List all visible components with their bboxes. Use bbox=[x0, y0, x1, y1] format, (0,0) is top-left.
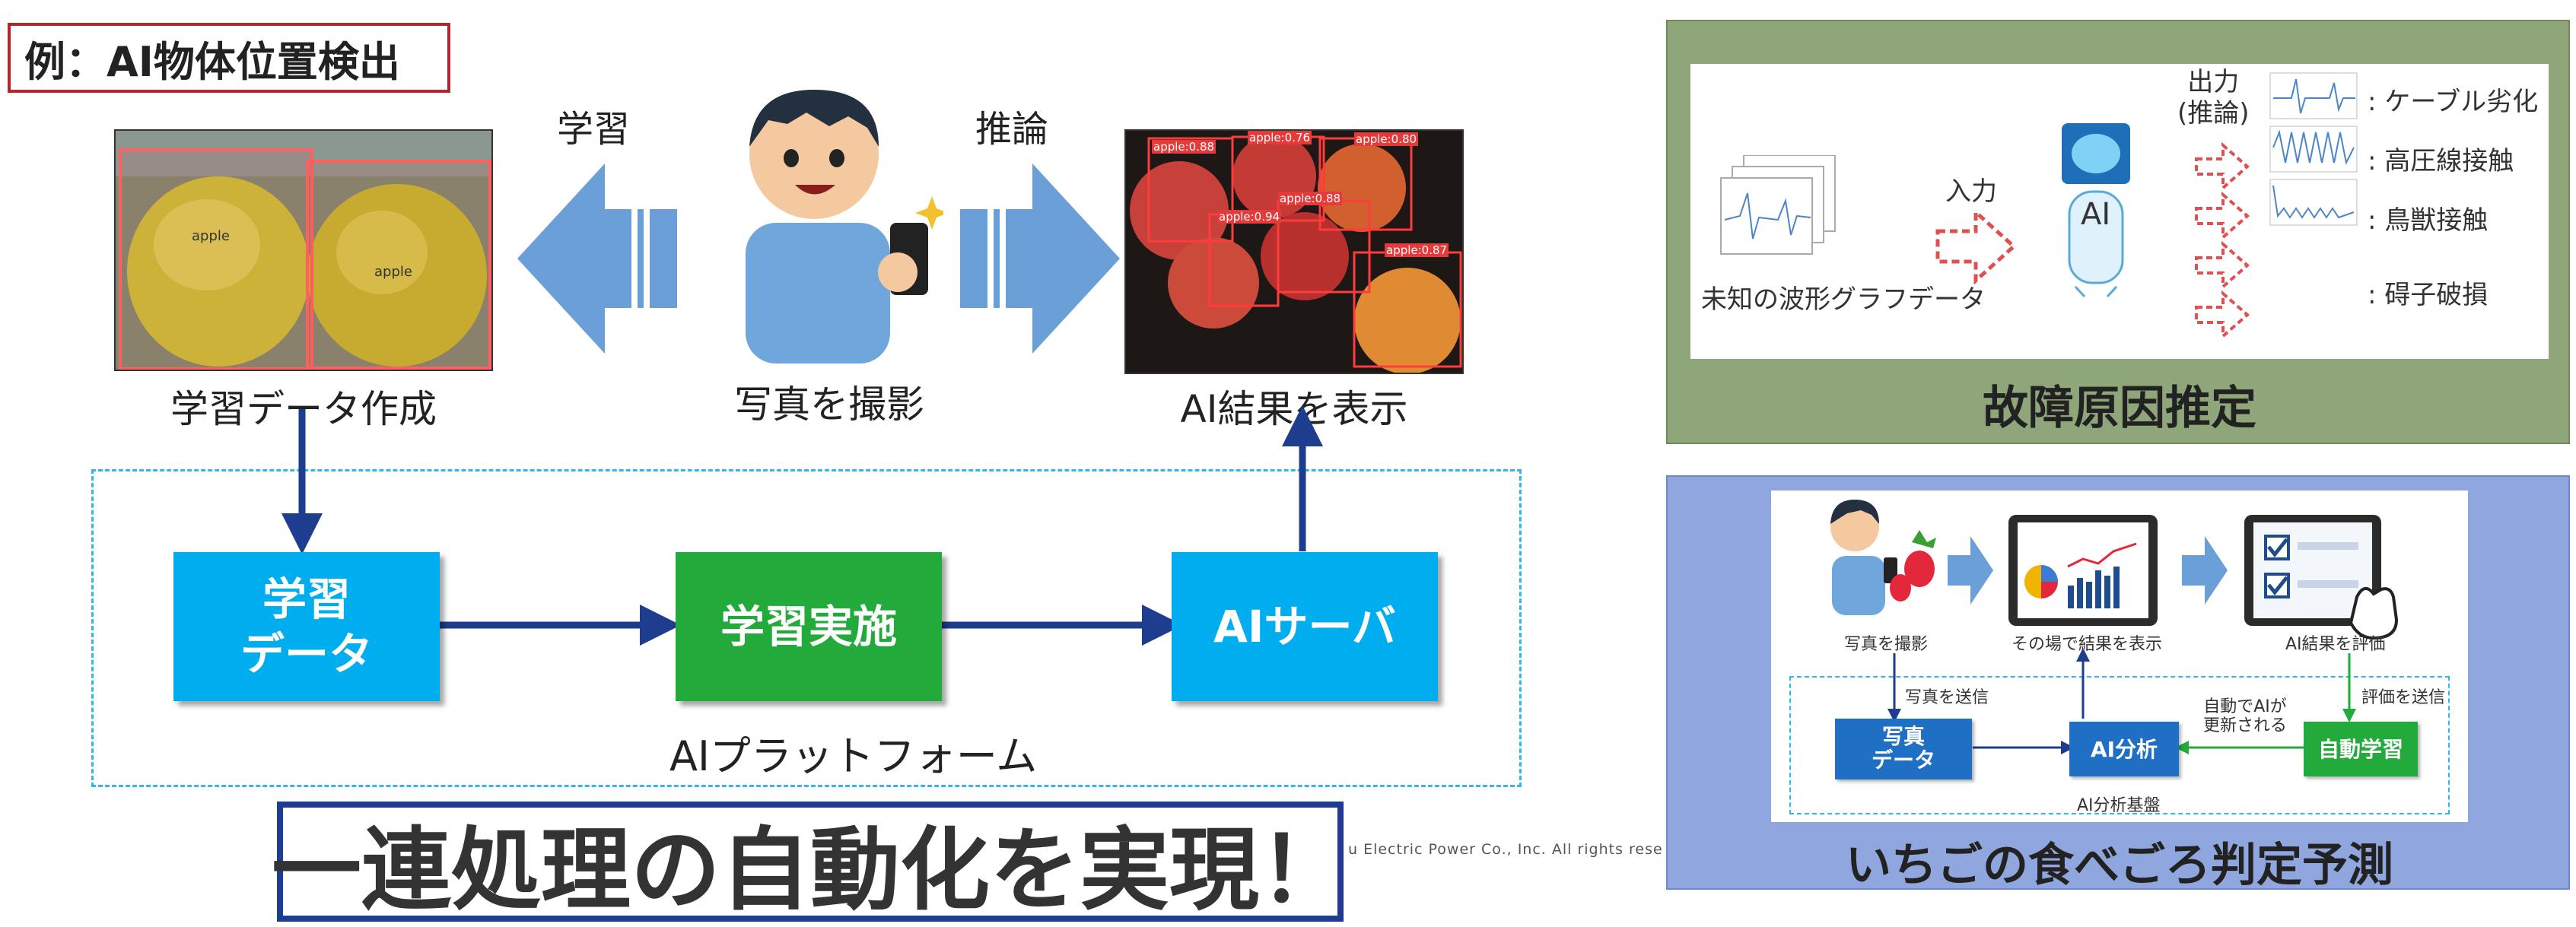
waveform-label: 未知の波形グラフデータ bbox=[1701, 284, 1986, 315]
ai-brain-figure-icon bbox=[2062, 123, 2130, 298]
input-label: 入力 bbox=[1945, 176, 1997, 207]
node-photo-data: 写真 データ bbox=[1835, 719, 1972, 779]
node-photo-data-line2: データ bbox=[1871, 748, 1935, 773]
output-arrows-icon bbox=[2195, 141, 2250, 340]
cause-item: : ケーブル劣化 bbox=[2368, 87, 2539, 117]
auto-update-line2: 更新される bbox=[2203, 716, 2288, 736]
node-training-data-line1: 学習 bbox=[262, 573, 351, 625]
node-training-data-line2: データ bbox=[240, 628, 373, 680]
auto-update-line1: 自動でAIが bbox=[2203, 697, 2287, 716]
caption-evaluate: AI結果を評価 bbox=[2285, 635, 2386, 654]
panel-fault-cause: 未知の波形グラフデータ 入力 AI 出力 (推論) bbox=[1666, 20, 2570, 444]
node-auto-learning: 自動学習 bbox=[2304, 722, 2418, 776]
copyright-text: u Electric Power Co., Inc. All rights re… bbox=[1348, 841, 1663, 858]
infer-arrow bbox=[960, 163, 1120, 354]
person-with-phone-illustration bbox=[746, 90, 943, 363]
analysis-platform-frame bbox=[1789, 676, 2450, 814]
platform-label: AIプラットフォーム bbox=[669, 732, 1038, 780]
page-title: 例：AI物体位置検出 bbox=[8, 23, 450, 93]
caption-take-photo-small: 写真を撮影 bbox=[1844, 635, 1929, 654]
cause-item: : 碍子破損 bbox=[2368, 280, 2489, 310]
infer-label: 推論 bbox=[975, 108, 1048, 151]
training-photo: apple apple bbox=[114, 129, 493, 371]
learn-label: 学習 bbox=[556, 108, 630, 151]
tablet-chart-icon bbox=[2008, 515, 2158, 626]
step-arrow-2-icon bbox=[2182, 536, 2228, 605]
detection-label: apple bbox=[192, 228, 230, 244]
node-photo-data-line1: 写真 bbox=[1881, 724, 1925, 750]
analysis-platform-label: AI分析基盤 bbox=[2077, 796, 2161, 815]
send-photo-label: 写真を送信 bbox=[1905, 688, 1989, 707]
node-auto-learning-label: 自動学習 bbox=[2317, 736, 2403, 762]
node-training-data: 学習 データ bbox=[173, 552, 440, 701]
node-ai-analysis-label: AI分析 bbox=[2090, 736, 2158, 762]
node-ai-server-label: AIサーバ bbox=[1213, 600, 1396, 652]
detection-label: apple:0.80 bbox=[1354, 132, 1419, 146]
platform-flow-arrows bbox=[281, 405, 1323, 646]
slogan-banner: 一連処理の自動化を実現！ bbox=[272, 802, 1349, 922]
detection-label: apple:0.88 bbox=[1278, 192, 1343, 205]
learn-arrow bbox=[517, 163, 677, 354]
node-ai-server: AIサーバ bbox=[1172, 552, 1438, 701]
detected-apples-image bbox=[1126, 131, 1462, 373]
fault-inner-card: 未知の波形グラフデータ 入力 AI 出力 (推論) bbox=[1690, 64, 2549, 359]
page-title-text: 例：AI物体位置検出 bbox=[24, 37, 400, 86]
output-label-line2: (推論) bbox=[2177, 97, 2250, 129]
caption-take-photo: 写真を撮影 bbox=[734, 383, 924, 427]
person-strawberry-icon bbox=[1830, 500, 1936, 615]
node-ai-analysis: AI分析 bbox=[2069, 722, 2179, 776]
strawberry-inner-card: 写真を撮影 その場で結果を表示 bbox=[1771, 490, 2468, 822]
detection-label: apple bbox=[374, 264, 412, 280]
input-arrow-icon bbox=[1935, 208, 2017, 284]
tablet-checklist-icon bbox=[2244, 515, 2399, 640]
send-eval-label: 評価を送信 bbox=[2361, 688, 2446, 707]
training-apples-image bbox=[116, 131, 491, 370]
panel-fault-title: 故障原因推定 bbox=[1983, 382, 2256, 435]
auto-update-label: 自動でAIが 更新される bbox=[2203, 697, 2287, 736]
ai-label: AI bbox=[2081, 197, 2111, 232]
detection-label: apple:0.94 bbox=[1217, 210, 1282, 224]
ai-result-photo: apple:0.88 apple:0.76 apple:0.80 apple:0… bbox=[1124, 129, 1464, 374]
detection-label: apple:0.76 bbox=[1248, 131, 1312, 144]
cause-item: : 鳥獣接触 bbox=[2368, 205, 2489, 236]
waveform-stack-icon bbox=[1720, 155, 1836, 255]
cause-item: : 高圧線接触 bbox=[2368, 146, 2514, 176]
panel-strawberry-title: いちごの食べごろ判定予測 bbox=[1846, 839, 2393, 892]
output-label: 出力 (推論) bbox=[2177, 67, 2250, 129]
step-arrow-1-icon bbox=[1948, 536, 1993, 605]
output-label-line1: 出力 bbox=[2187, 67, 2240, 97]
slogan-text: 一連処理の自動化を実現！ bbox=[272, 817, 1350, 922]
node-training-run-label: 学習実施 bbox=[720, 600, 897, 652]
detection-label: apple:0.88 bbox=[1152, 140, 1216, 154]
cause-waveforms-icon bbox=[2269, 72, 2358, 226]
node-training-run: 学習実施 bbox=[676, 552, 942, 701]
strawberry-flow-arrows bbox=[1887, 648, 2356, 754]
ai-platform-frame bbox=[91, 469, 1522, 787]
panel-strawberry: 写真を撮影 その場で結果を表示 bbox=[1666, 475, 2570, 892]
detection-label: apple:0.87 bbox=[1385, 243, 1449, 257]
